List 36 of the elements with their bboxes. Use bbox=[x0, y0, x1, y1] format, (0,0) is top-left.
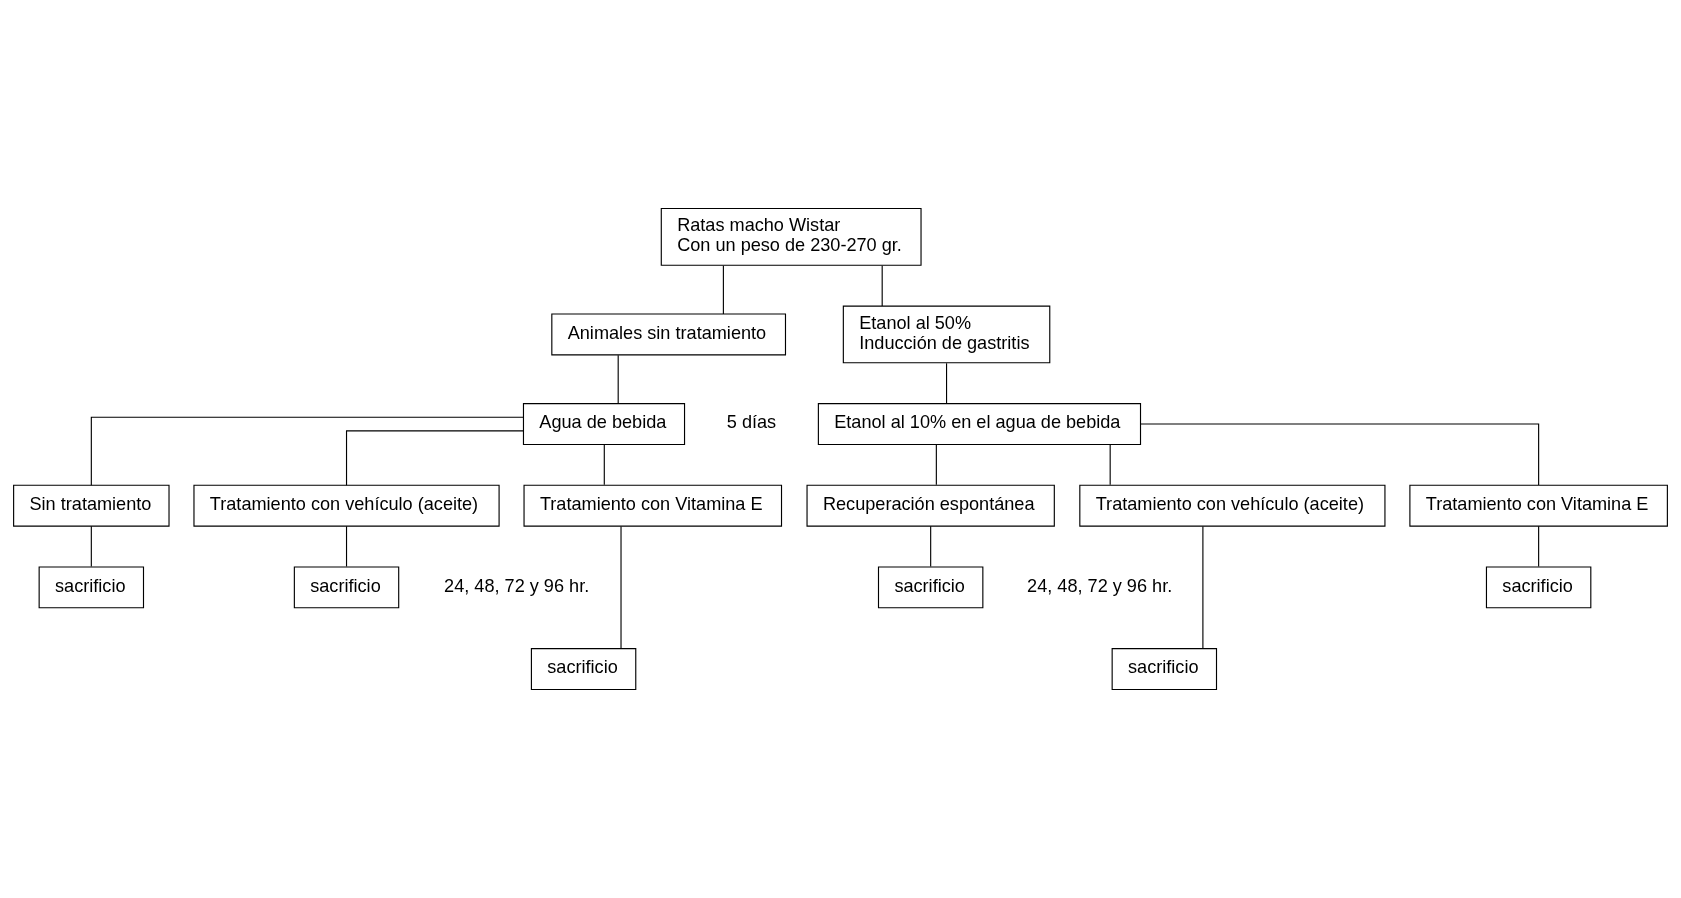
connector bbox=[1109, 444, 1111, 486]
connector bbox=[1538, 525, 1540, 568]
connector bbox=[90, 525, 92, 568]
connector bbox=[1202, 525, 1204, 650]
connector bbox=[345, 430, 524, 486]
connector bbox=[1140, 423, 1540, 486]
connector bbox=[90, 416, 524, 486]
node-box: sacrificio bbox=[38, 566, 145, 609]
node-box: Tratamiento con Vitamina E bbox=[523, 484, 783, 527]
connector bbox=[722, 265, 724, 315]
node-box: Ratas macho Wistar Con un peso de 230-270 gr. bbox=[660, 207, 922, 266]
node-box: Tratamiento con Vitamina E bbox=[1409, 484, 1668, 527]
label: 24, 48, 72 y 96 hr. bbox=[444, 575, 590, 596]
node-box: Etanol al 10% en el agua de bebida bbox=[817, 403, 1142, 446]
connector bbox=[930, 525, 932, 568]
connector bbox=[935, 444, 937, 486]
connector bbox=[603, 444, 605, 486]
label: 5 días bbox=[726, 412, 777, 433]
connector bbox=[345, 525, 348, 568]
node-box: Tratamiento con vehículo (aceite) bbox=[193, 484, 500, 527]
connector bbox=[881, 265, 883, 307]
node-box: Animales sin tratamiento bbox=[551, 313, 787, 356]
connector bbox=[617, 354, 619, 404]
node-box: Agua de bebida bbox=[522, 403, 686, 446]
node-box: sacrificio bbox=[877, 566, 984, 609]
node-box: Sin tratamiento bbox=[13, 484, 170, 527]
node-box: Recuperación espontánea bbox=[806, 484, 1055, 527]
node-box: sacrificio bbox=[1111, 648, 1218, 691]
node-box: Etanol al 50% Inducción de gastritis bbox=[842, 305, 1051, 364]
node-box: Tratamiento con vehículo (aceite) bbox=[1079, 484, 1386, 527]
label: 24, 48, 72 y 96 hr. bbox=[1027, 575, 1173, 596]
node-box: sacrificio bbox=[1485, 566, 1592, 609]
node-box: sacrificio bbox=[293, 566, 400, 609]
connector bbox=[946, 362, 948, 405]
connector bbox=[620, 525, 622, 650]
node-box: sacrificio bbox=[530, 648, 637, 691]
